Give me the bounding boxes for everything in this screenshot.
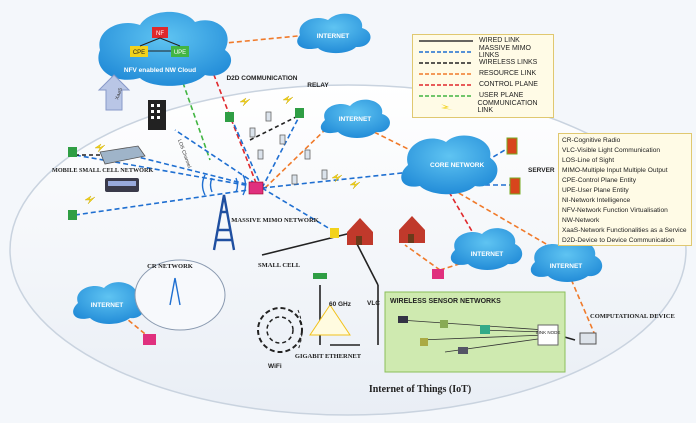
massive-mimo-label: MASSIVE MIMO NETWORK (231, 217, 318, 224)
cr-network-area: CR NETWORK (134, 259, 226, 331)
legend-item: MASSIVE MIMO LINKS (413, 44, 553, 59)
small-cell-router[interactable] (432, 269, 444, 279)
cr-network-label: CR NETWORK (147, 263, 193, 270)
core-network-cloud[interactable]: CORE NETWORK (401, 135, 498, 195)
core-network-label: CORE NETWORK (430, 162, 484, 169)
abbreviation-item: CR-Cognitive Radio (562, 137, 621, 144)
bus-icon (105, 178, 139, 192)
abbreviation-item: NFV-Network Function Virtualisation (562, 207, 668, 214)
internet-label-right1: INTERNET (471, 251, 504, 258)
internet-cloud-right2[interactable]: INTERNET (530, 240, 603, 282)
abbreviation-item: LOS-Line of Sight (562, 157, 615, 164)
small-cell-label: SMALL CELL (258, 262, 301, 269)
legend-item: WIRED LINK (413, 35, 553, 46)
abbreviation-item: VLC-Visible Light Communication (562, 147, 661, 154)
internet-cloud-top[interactable]: INTERNET (297, 13, 371, 54)
abbreviation-item: MIMO-Multiple Input Multiple Output (562, 167, 668, 174)
nfv-cpe-label: CPE (133, 50, 145, 56)
legend-swatch (419, 94, 473, 97)
ghz-label: 60 GHz (329, 301, 352, 308)
building-icon (148, 100, 166, 130)
cr-router[interactable] (143, 334, 156, 345)
internet-label-mid: INTERNET (339, 116, 372, 123)
laptop-icon[interactable] (579, 332, 597, 345)
wsn-box[interactable]: WIRELESS SENSOR NETWORKS SINK NODE (384, 291, 566, 373)
legend-label: WIRELESS LINKS (479, 59, 538, 66)
legend-swatch (419, 61, 473, 64)
nfv-cloud[interactable]: NF CPE UPE NFV enabled NW Cloud (98, 11, 232, 86)
wifi-cluster (257, 304, 351, 353)
iot-label: Internet of Things (IoT) (369, 384, 471, 395)
legend-item: WIRELESS LINKS (413, 57, 553, 68)
internet-label-right2: INTERNET (550, 263, 583, 270)
legend-swatch (419, 39, 473, 42)
abbreviation-item: CPE-Control Plane Entity (562, 177, 637, 184)
internet-label-top: INTERNET (317, 33, 350, 40)
house-icons (347, 216, 425, 245)
nfv-upe-label: UPE (174, 50, 186, 56)
legend-item: RESOURCE LINK (413, 68, 553, 79)
abbreviation-item: XaaS-Network Functionalities as a Servic… (562, 227, 687, 234)
legend-item: USER PLANE (413, 90, 553, 101)
wsn-label: WIRELESS SENSOR NETWORKS (390, 298, 501, 305)
nfv-nf-label: NF (156, 31, 164, 37)
legend-item: COMMUNICATION LINK (413, 99, 553, 114)
computational-label: COMPUTATIONAL DEVICE (590, 313, 675, 320)
train-icon (99, 145, 146, 165)
legend-label: MASSIVE MIMO LINKS (478, 44, 531, 59)
legend-label: RESOURCE LINK (479, 70, 537, 77)
legend-swatch (419, 83, 473, 86)
internet-cloud-mid[interactable]: INTERNET (320, 99, 390, 138)
communication-bolts (84, 95, 361, 205)
legend-label: COMMUNICATION LINK (477, 99, 538, 114)
legend-swatch (441, 103, 453, 110)
mimo-router[interactable] (248, 181, 264, 195)
legend-label: USER PLANE (479, 92, 524, 99)
internet-cloud-right1[interactable]: INTERNET (450, 228, 523, 270)
legend-swatch (419, 50, 473, 53)
wifi-label: WiFi (268, 363, 282, 370)
abbreviation-item: D2D-Device to Device Communication (562, 237, 675, 244)
relay-label: RELAY (307, 82, 329, 89)
abbreviation-item: NI-Network Intelligence (562, 197, 631, 204)
xaas-arrow: XaaS (97, 74, 131, 111)
legend-swatch (419, 72, 473, 75)
sink-node-label: SINK NODE (536, 330, 561, 335)
abbreviation-item: NW-Network (562, 217, 600, 224)
legend-label: CONTROL PLANE (479, 81, 538, 88)
internet-cloud-left[interactable]: INTERNET (73, 282, 145, 324)
nfv-cloud-label: NFV enabled NW Cloud (124, 67, 196, 74)
legend-label: WIRED LINK (479, 37, 520, 44)
mobile-small-cell-label: MOBILE SMALL CELL NETWORK (52, 167, 153, 174)
gigabit-label: GIGABIT ETHERNET (295, 353, 362, 360)
mimo-tower-icon[interactable] (201, 174, 247, 251)
device-icons (68, 108, 339, 279)
xaas-label: XaaS (114, 87, 124, 101)
server-label: SERVER (528, 167, 555, 174)
abbreviation-item: UPE-User Plane Entity (562, 187, 629, 194)
d2d-label: D2D COMMUNICATION (226, 75, 297, 82)
legend-item: CONTROL PLANE (413, 79, 553, 90)
internet-label-left: INTERNET (91, 302, 124, 309)
server-icons[interactable] (506, 137, 521, 195)
vlc-label: VLC (367, 300, 380, 307)
